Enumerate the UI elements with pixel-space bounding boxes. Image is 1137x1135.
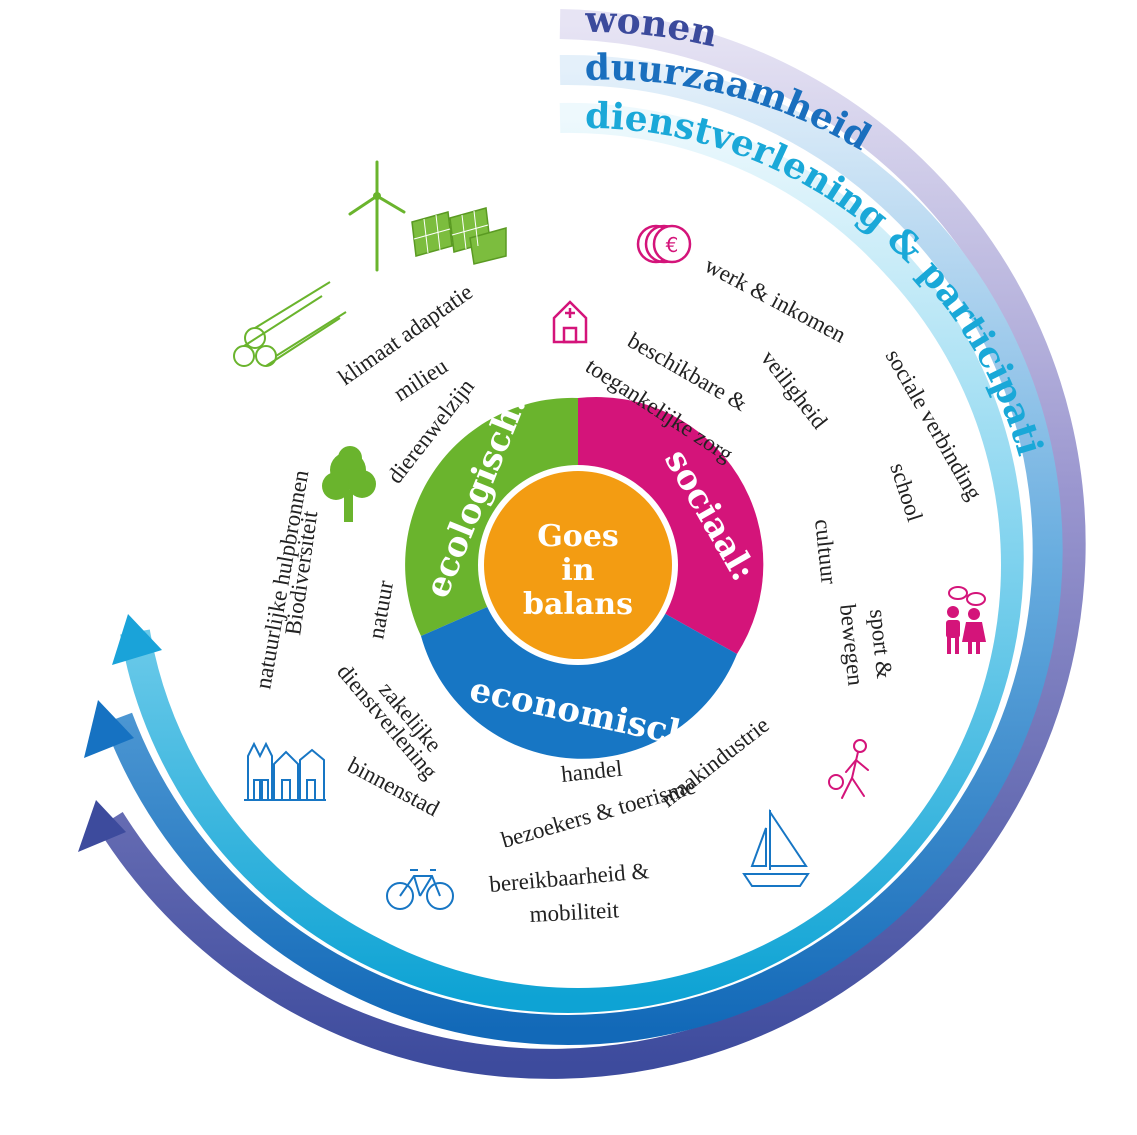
outer-rings <box>78 9 1086 1079</box>
tree-icon <box>322 446 376 522</box>
ring-duurzaamheid <box>103 54 1063 1045</box>
ring-wonen <box>97 9 1086 1079</box>
solar-panels-icon <box>411 207 507 265</box>
logs-icon <box>233 281 347 367</box>
euro-coins-icon: € <box>636 224 692 264</box>
segment-economisch <box>421 604 737 759</box>
center-line-balans: balans <box>523 587 633 622</box>
wind-turbine-icon <box>348 160 406 272</box>
person-playing-icon <box>828 739 869 799</box>
item-mobiliteit: mobiliteit <box>529 897 620 927</box>
ring-dienstverlening <box>120 102 1024 1013</box>
center-line-in: in <box>561 553 594 588</box>
sailboat-icon <box>742 808 810 887</box>
svg-text:€: € <box>666 233 679 257</box>
arrowhead-wonen <box>78 800 126 852</box>
center-circle <box>484 471 672 659</box>
center-line-goes: Goes <box>537 519 619 554</box>
segment-sociaal <box>578 396 764 654</box>
hospital-icon <box>552 300 588 344</box>
people-talking-icon <box>946 586 986 654</box>
arrowhead-duurzaamheid <box>84 700 134 758</box>
arrowhead-dienstverlening <box>112 614 162 665</box>
houses-icon <box>244 741 326 801</box>
bicycle-icon <box>386 869 454 910</box>
